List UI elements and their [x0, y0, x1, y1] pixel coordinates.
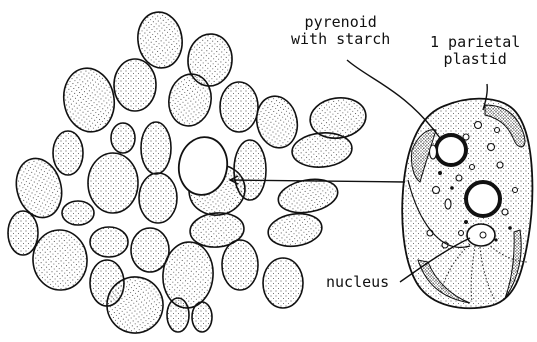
colony-cell: [141, 122, 171, 174]
plastid-label-line2: plastid: [430, 51, 520, 68]
colony-cell: [252, 92, 302, 151]
plastid-label: 1 parietal plastid: [430, 34, 520, 68]
colony-cell: [263, 258, 303, 308]
colony-cell: [30, 228, 89, 292]
colony-cell: [8, 211, 38, 255]
nucleus-label-text: nucleus: [326, 274, 389, 291]
colony-cell: [62, 201, 94, 225]
colony-cell: [220, 82, 258, 132]
pyrenoid: [466, 182, 500, 216]
pyrenoid: [436, 135, 466, 165]
plastid-label-line1: 1 parietal: [430, 34, 520, 51]
colony-cell: [88, 153, 138, 213]
colony-cell: [234, 140, 266, 200]
colony-cell: [291, 130, 354, 169]
colony-cell: [90, 227, 128, 257]
colony-cell: [59, 64, 119, 136]
pyrenoid-label-line2: with starch: [291, 31, 390, 48]
enlarged-cell: [402, 99, 532, 309]
colony-cell: [111, 123, 135, 153]
colony-cell: [167, 298, 189, 332]
colony-cell: [131, 228, 169, 272]
colony-cell: [192, 302, 212, 332]
colony-cell: [139, 173, 177, 223]
colony-cell: [114, 59, 156, 111]
colony-cell: [266, 210, 324, 249]
pyrenoid-label: pyrenoid with starch: [291, 14, 390, 48]
nucleus-label: nucleus: [326, 274, 389, 291]
pyrenoid-label-line1: pyrenoid: [291, 14, 390, 31]
colony-cell: [222, 240, 258, 290]
nucleolus: [480, 232, 486, 238]
colony-cell: [53, 131, 83, 175]
